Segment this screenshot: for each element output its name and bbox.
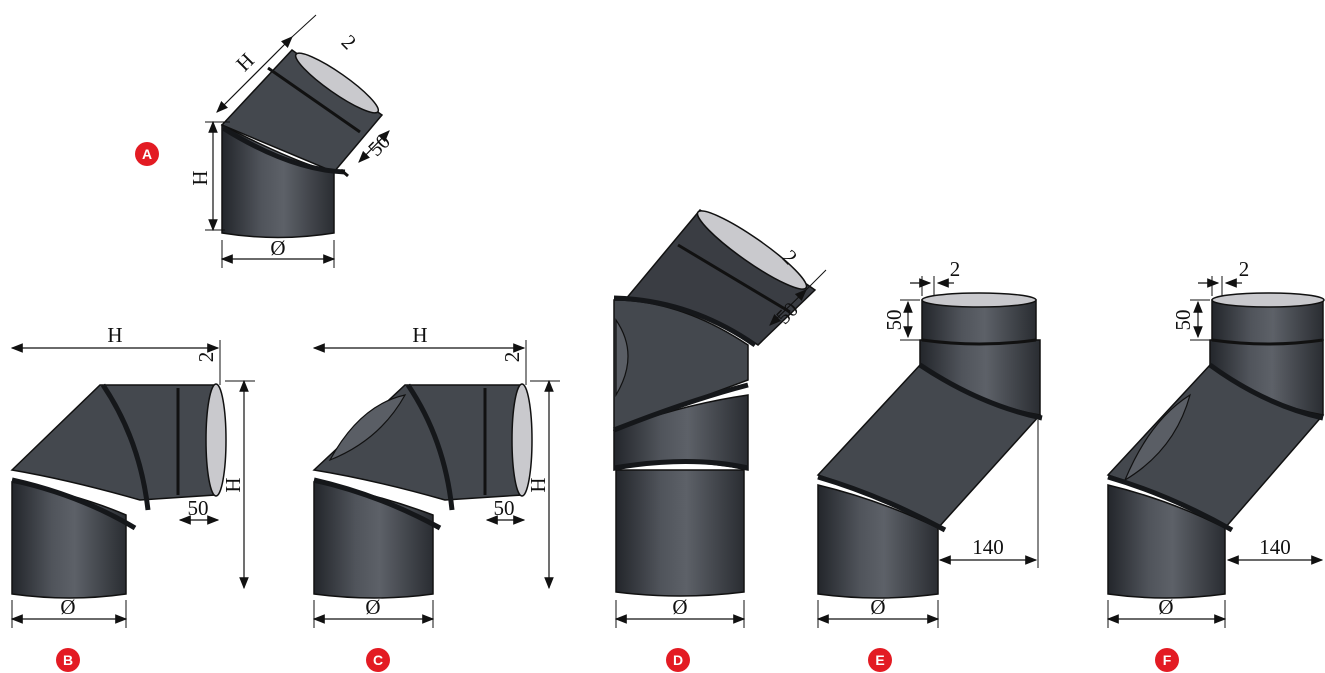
dim-lines-a — [205, 14, 390, 268]
figure-a: H H 2 50 Ø A — [135, 14, 395, 268]
badge-c: C — [366, 648, 390, 672]
svg-text:B: B — [63, 652, 73, 668]
dim-a-gap: 2 — [337, 30, 361, 54]
dim-c-height-horizontal: H — [412, 323, 427, 347]
dim-b-overlap: 50 — [188, 496, 209, 520]
svg-text:F: F — [1163, 652, 1172, 668]
svg-text:C: C — [373, 652, 383, 668]
dim-e-offset: 140 — [972, 535, 1004, 559]
figure-f: 2 50 140 Ø F — [1106, 257, 1325, 672]
dim-f-diameter: Ø — [1158, 595, 1173, 619]
dim-e-overlap: 50 — [882, 310, 906, 331]
badge-a: A — [135, 142, 159, 166]
dim-c-gap: 2 — [500, 352, 524, 363]
dim-c-diameter: Ø — [365, 595, 380, 619]
dim-lines-b — [10, 340, 255, 628]
dim-c-height-vertical: H — [526, 477, 550, 492]
elbow-a-pipe — [220, 49, 384, 239]
dim-f-gap: 2 — [1239, 257, 1250, 281]
svg-text:E: E — [875, 652, 884, 668]
dim-f-overlap: 50 — [1171, 310, 1195, 331]
dim-b-gap: 2 — [194, 352, 218, 363]
figure-e: 2 50 140 Ø E — [816, 257, 1043, 672]
elbow-b-pipe — [10, 383, 227, 599]
badge-d: D — [666, 648, 690, 672]
badge-e: E — [868, 648, 892, 672]
dim-lines-e — [816, 276, 1039, 628]
dim-b-height-vertical: H — [221, 477, 245, 492]
dim-c-overlap: 50 — [494, 496, 515, 520]
elbow-e-pipe — [816, 292, 1043, 599]
dim-f-offset: 140 — [1259, 535, 1291, 559]
elbow-d-pipe — [613, 208, 817, 597]
svg-text:D: D — [673, 652, 683, 668]
badge-b: B — [56, 648, 80, 672]
figure-b: H H 2 50 Ø B — [10, 323, 255, 672]
dim-a-height-diagonal: H — [231, 48, 259, 76]
dim-d-diameter: Ø — [672, 595, 687, 619]
dim-lines-f — [1106, 276, 1324, 628]
figure-c: H H 2 50 Ø C — [312, 323, 560, 672]
badge-f: F — [1155, 648, 1179, 672]
svg-text:A: A — [142, 146, 152, 162]
dim-b-height-horizontal: H — [107, 323, 122, 347]
dim-b-diameter: Ø — [60, 595, 75, 619]
dim-a-overlap: 50 — [363, 129, 395, 161]
dim-a-diameter: Ø — [270, 236, 285, 260]
dim-lines-d — [614, 269, 827, 628]
figure-d: 2 50 Ø D — [613, 208, 827, 672]
dim-lines-c — [312, 340, 560, 628]
elbow-f-pipe — [1106, 292, 1325, 599]
dim-e-diameter: Ø — [870, 595, 885, 619]
elbow-c-pipe — [312, 383, 533, 599]
dim-a-height-vertical: H — [188, 170, 212, 185]
dim-e-gap: 2 — [950, 257, 961, 281]
